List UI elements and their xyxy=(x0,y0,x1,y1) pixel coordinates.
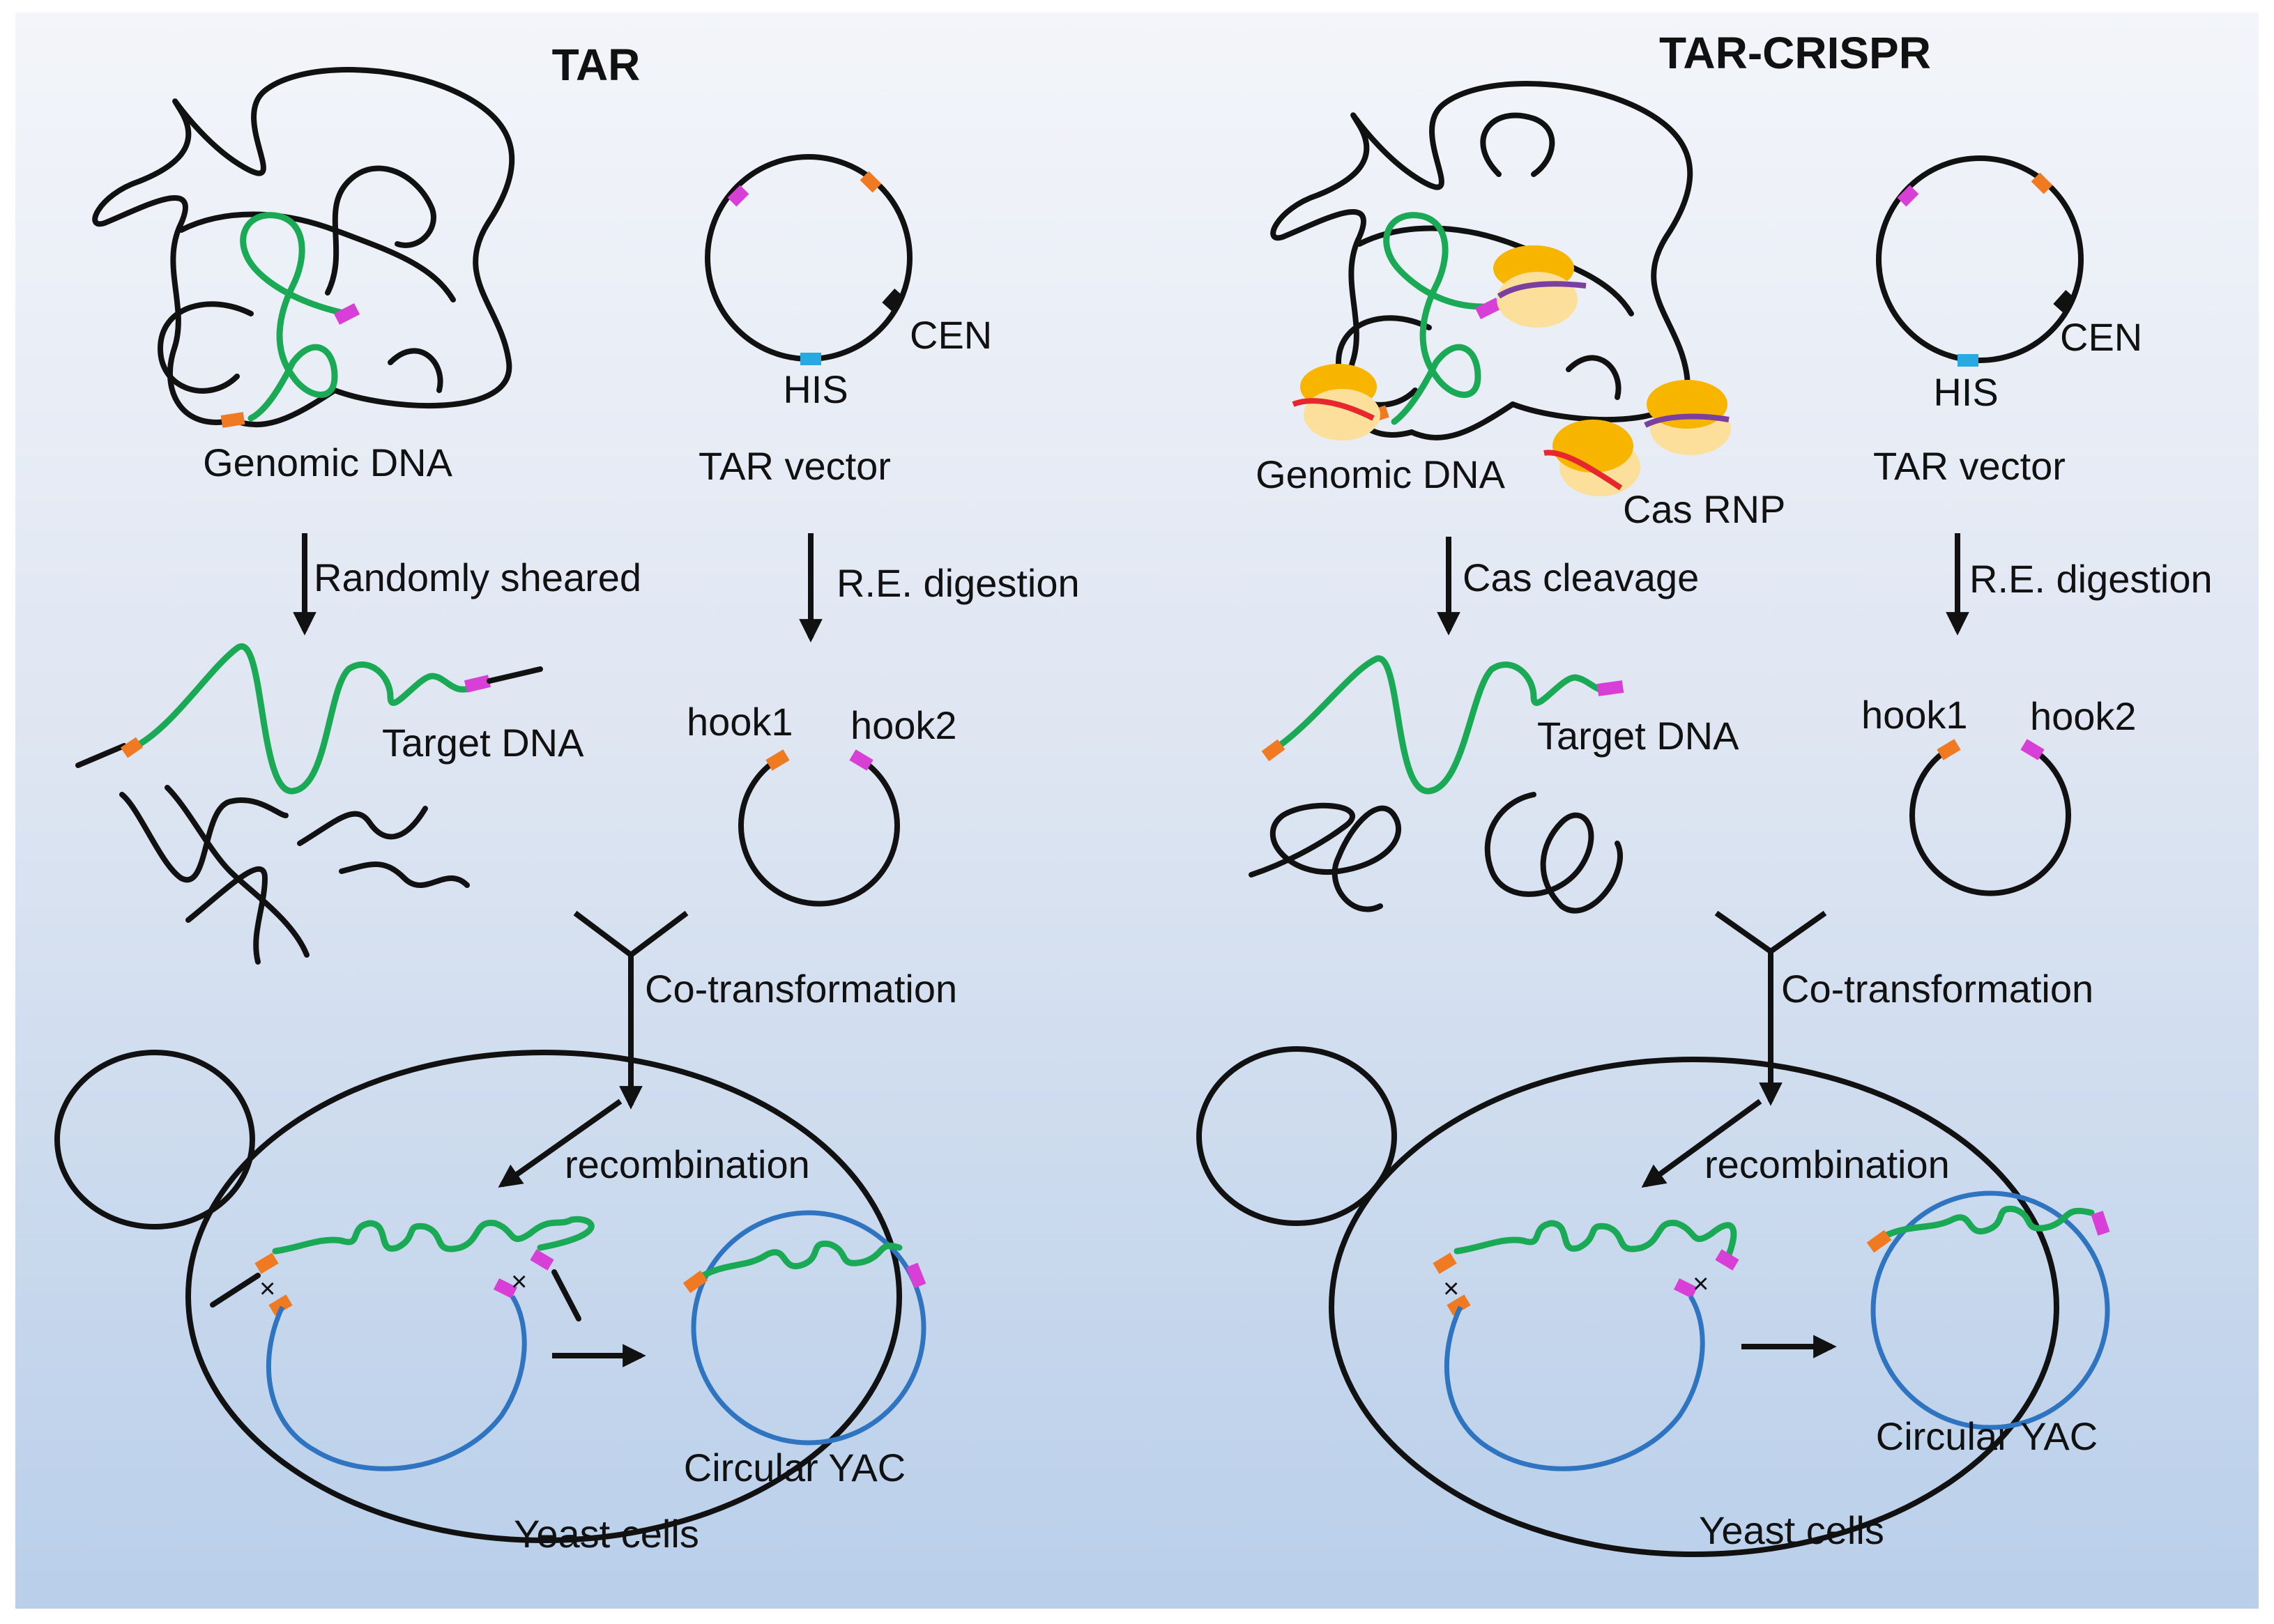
label-genomic-dna-crispr: Genomic DNA xyxy=(1256,452,1506,496)
label-hook1-crispr: hook1 xyxy=(1861,693,1968,737)
cen-marker xyxy=(882,288,904,312)
yeast-bud-crispr xyxy=(1196,1046,1397,1226)
cleaved-dna xyxy=(1249,655,1624,914)
label-his: HIS xyxy=(783,367,848,411)
circular-yac xyxy=(682,1210,926,1446)
label-hook2-crispr: hook2 xyxy=(2030,694,2137,738)
digested-vector-crispr xyxy=(1909,739,2071,896)
label-recombination: recombination xyxy=(565,1142,810,1186)
label-hook1: hook1 xyxy=(687,700,793,744)
svg-text:×: × xyxy=(1693,1269,1709,1299)
label-circular-yac: Circular YAC xyxy=(684,1446,906,1489)
sheared-dna xyxy=(75,643,543,965)
crossover-mark-left: × xyxy=(259,1273,275,1304)
label-tar-vector-crispr: TAR vector xyxy=(1873,444,2066,488)
panel-tar-crispr: TAR-CRISPR Genomic DNA xyxy=(1196,28,2213,1557)
panel-tar: TAR Genomic DNA CEN HIS TAR vector Rand xyxy=(54,40,1080,1556)
label-cotransformation-crispr: Co-transformation xyxy=(1781,967,2093,1011)
label-re-digestion: R.E. digestion xyxy=(837,561,1080,605)
yeast-bud xyxy=(54,1050,255,1230)
label-genomic-dna: Genomic DNA xyxy=(203,441,453,484)
panel-title-tar: TAR xyxy=(552,40,641,90)
label-target-dna-crispr: Target DNA xyxy=(1537,714,1739,758)
genomic-dna-tangle-crispr xyxy=(1270,81,1693,441)
tar-vector-crispr xyxy=(1876,155,2084,367)
recombination-intermediate: × × xyxy=(210,1216,595,1471)
digested-vector xyxy=(738,749,900,907)
label-yeast-cells-crispr: Yeast cells xyxy=(1699,1508,1884,1552)
label-re-digestion-crispr: R.E. digestion xyxy=(1969,557,2213,601)
label-target-dna: Target DNA xyxy=(382,721,584,765)
recombination-intermediate-crispr: × × xyxy=(1433,1220,1739,1471)
yeast-cell xyxy=(185,1050,902,1543)
label-cas-cleavage: Cas cleavage xyxy=(1463,556,1699,599)
genomic-dna-tangle xyxy=(92,67,515,428)
arrow-recombination-crispr xyxy=(1641,1098,1762,1188)
tar-vector xyxy=(705,154,913,365)
label-his-crispr: HIS xyxy=(1933,370,1998,414)
label-cotransformation: Co-transformation xyxy=(645,967,957,1011)
label-cas-rnp: Cas RNP xyxy=(1623,487,1785,531)
crossover-mark-right: × xyxy=(511,1266,527,1297)
panel-title-tar-crispr: TAR-CRISPR xyxy=(1659,28,1931,78)
label-recombination-crispr: recombination xyxy=(1704,1142,1950,1186)
label-hook2: hook2 xyxy=(850,703,957,747)
genomic-hook1-marker xyxy=(220,412,245,428)
label-yeast-cells: Yeast cells xyxy=(514,1512,699,1556)
label-cen-crispr: CEN xyxy=(2060,315,2142,359)
svg-text:×: × xyxy=(1443,1273,1459,1304)
yeast-cell-crispr xyxy=(1329,1057,2059,1557)
genomic-hook2-marker xyxy=(333,303,360,325)
label-circular-yac-crispr: Circular YAC xyxy=(1876,1414,2098,1458)
free-cas-rnps xyxy=(1543,380,1731,496)
arrow-recombination xyxy=(498,1098,623,1188)
label-cen: CEN xyxy=(910,313,992,357)
circular-yac-crispr xyxy=(1866,1190,2110,1430)
label-randomly-sheared: Randomly sheared xyxy=(314,556,641,599)
label-tar-vector: TAR vector xyxy=(699,444,891,488)
background-panel xyxy=(15,13,2259,1609)
